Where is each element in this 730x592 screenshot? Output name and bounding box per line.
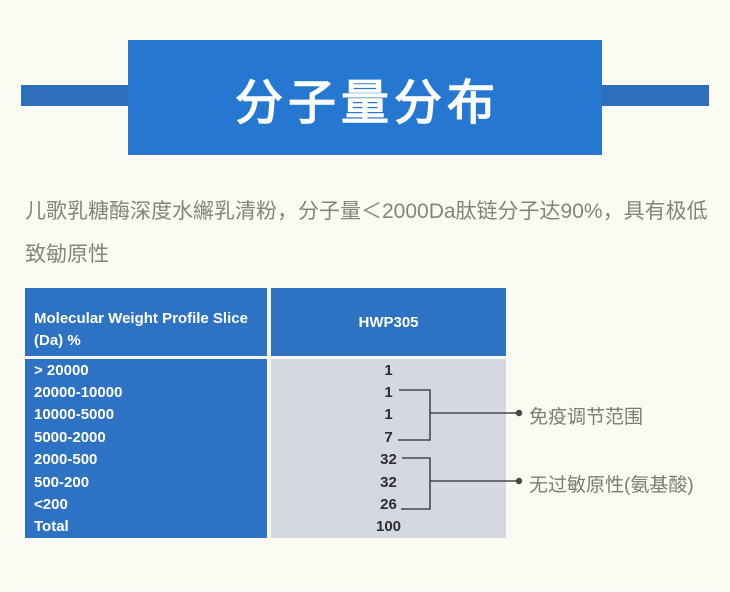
table-header-col1-line1: Molecular Weight Profile Slice [34,310,248,327]
table-column-divider [267,359,271,538]
intro-line-1: 儿歌乳糖酶深度水繲乳清粉，分子量＜2000Da肽链分子达90%，具有极低 [25,200,708,223]
bullet-dot-immune [515,409,523,417]
table-row-label: <200 [34,495,68,513]
intro-line-2: 致勄原性 [25,243,109,266]
bottom-divider [8,587,722,592]
table-row-label: > 20000 [34,361,89,379]
table-header-col1: Molecular Weight Profile Slice (Da) % [25,288,267,356]
table-row-value: 7 [384,428,393,446]
table-label-column: > 20000 20000-10000 10000-5000 5000-2000… [25,359,267,538]
section-title: 分子量分布 [234,76,500,130]
table-row-value: 32 [380,473,397,491]
table-row-label: 20000-10000 [34,384,123,402]
molecular-weight-table: Molecular Weight Profile Slice (Da) % HW… [25,288,506,538]
banner-right-bar [601,85,709,106]
banner-left-bar [21,85,129,106]
table-row-value: 100 [375,518,402,536]
table-row-value: 32 [380,451,397,469]
table-header-col2: HWP305 [271,288,506,356]
table-header-row: Molecular Weight Profile Slice (Da) % HW… [25,288,506,356]
table-row-label: 2000-500 [34,451,98,469]
bullet-dot-non-allergenic [515,477,523,485]
table-value-column: 1 1 1 7 32 32 26 100 [271,359,506,538]
table-row-label: 10000-5000 [34,406,115,424]
table-header-body-gap [25,356,506,359]
intro-paragraph: 儿歌乳糖酶深度水繲乳清粉，分子量＜2000Da肽链分子达90%，具有极低 致勄原… [25,190,717,276]
table-row-value: 26 [380,495,397,513]
table-row-value: 1 [384,406,393,424]
annotation-non-allergenic: 无过敏原性(氨基酸) [529,475,694,496]
table-header-col1-line2: (Da) % [34,332,81,349]
table-row-value: 1 [384,361,393,379]
annotation-immune-range: 免疫调节范围 [529,407,644,428]
table-row-label: 5000-2000 [34,428,106,446]
table-row-label: 500-200 [34,473,90,491]
section-banner: 分子量分布 [128,40,602,155]
table-row-value: 1 [384,384,393,402]
table-row-label: Total [34,518,69,536]
table-body: > 20000 20000-10000 10000-5000 5000-2000… [25,359,506,538]
table-header-divider [267,288,271,356]
